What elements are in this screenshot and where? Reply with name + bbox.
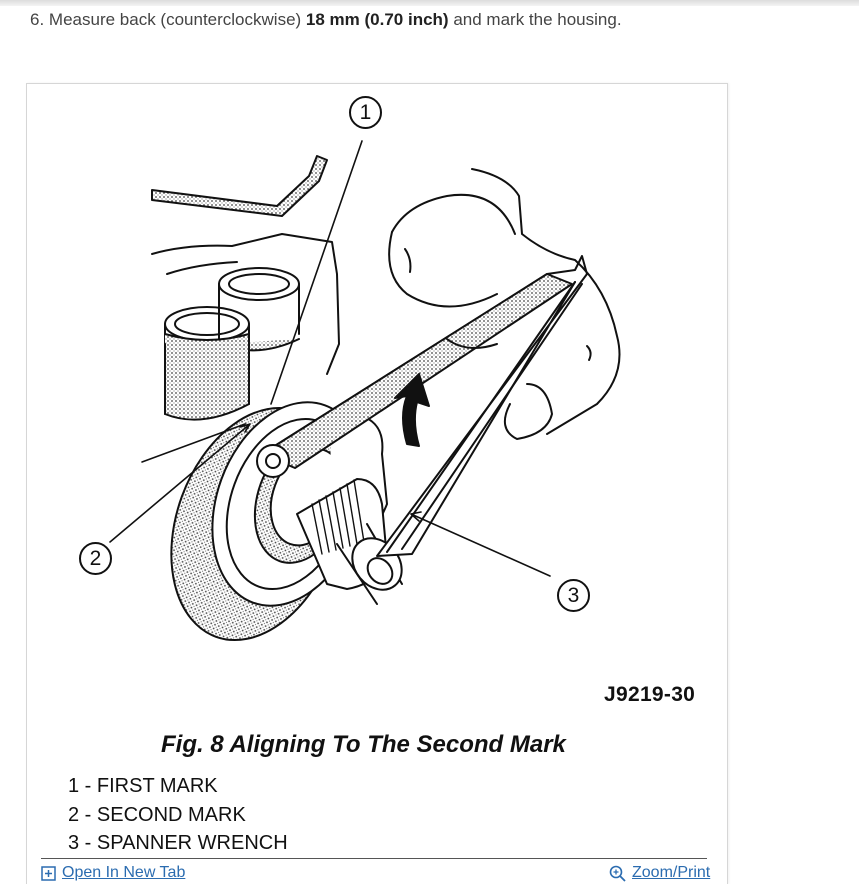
- figure-panel: 1 2 3 J9219-30 Fig. 8 Aligning To The Se…: [26, 83, 728, 884]
- top-shadow-bar: [0, 0, 859, 6]
- callout-3: 3: [557, 579, 590, 612]
- legend-item-spanner-wrench: 3 - SPANNER WRENCH: [68, 832, 288, 854]
- figure-caption: Fig. 8 Aligning To The Second Mark: [161, 731, 566, 758]
- step-text-after: and mark the housing.: [453, 10, 622, 29]
- open-in-new-tab-label[interactable]: Open In New Tab: [62, 864, 186, 881]
- zoom-print-link[interactable]: Zoom/Print: [609, 864, 710, 882]
- step-number: 6.: [30, 10, 45, 29]
- callout-2: 2: [79, 542, 112, 575]
- step-text-before: Measure back (counterclockwise): [48, 10, 302, 29]
- drawing-code: J9219-30: [604, 683, 696, 706]
- spanner-wrench-illustration: [109, 140, 621, 642]
- footer-divider: [41, 858, 707, 859]
- step-measurement: 18 mm (0.70 inch): [305, 10, 449, 29]
- legend-item-second-mark: 2 - SECOND MARK: [68, 803, 246, 826]
- zoom-print-label[interactable]: Zoom/Print: [632, 864, 711, 881]
- callout-1: 1: [349, 96, 382, 129]
- open-in-new-tab-icon: [41, 865, 56, 881]
- step-instruction: 6. Measure back (counterclockwise) 18 mm…: [30, 10, 622, 30]
- open-in-new-tab-link[interactable]: Open In New Tab: [41, 864, 185, 882]
- figure-legend: 1 - FIRST MARK 2 - SECOND MARK 3 - SPANN…: [68, 772, 288, 858]
- legend-item-first-mark: 1 - FIRST MARK: [68, 775, 218, 797]
